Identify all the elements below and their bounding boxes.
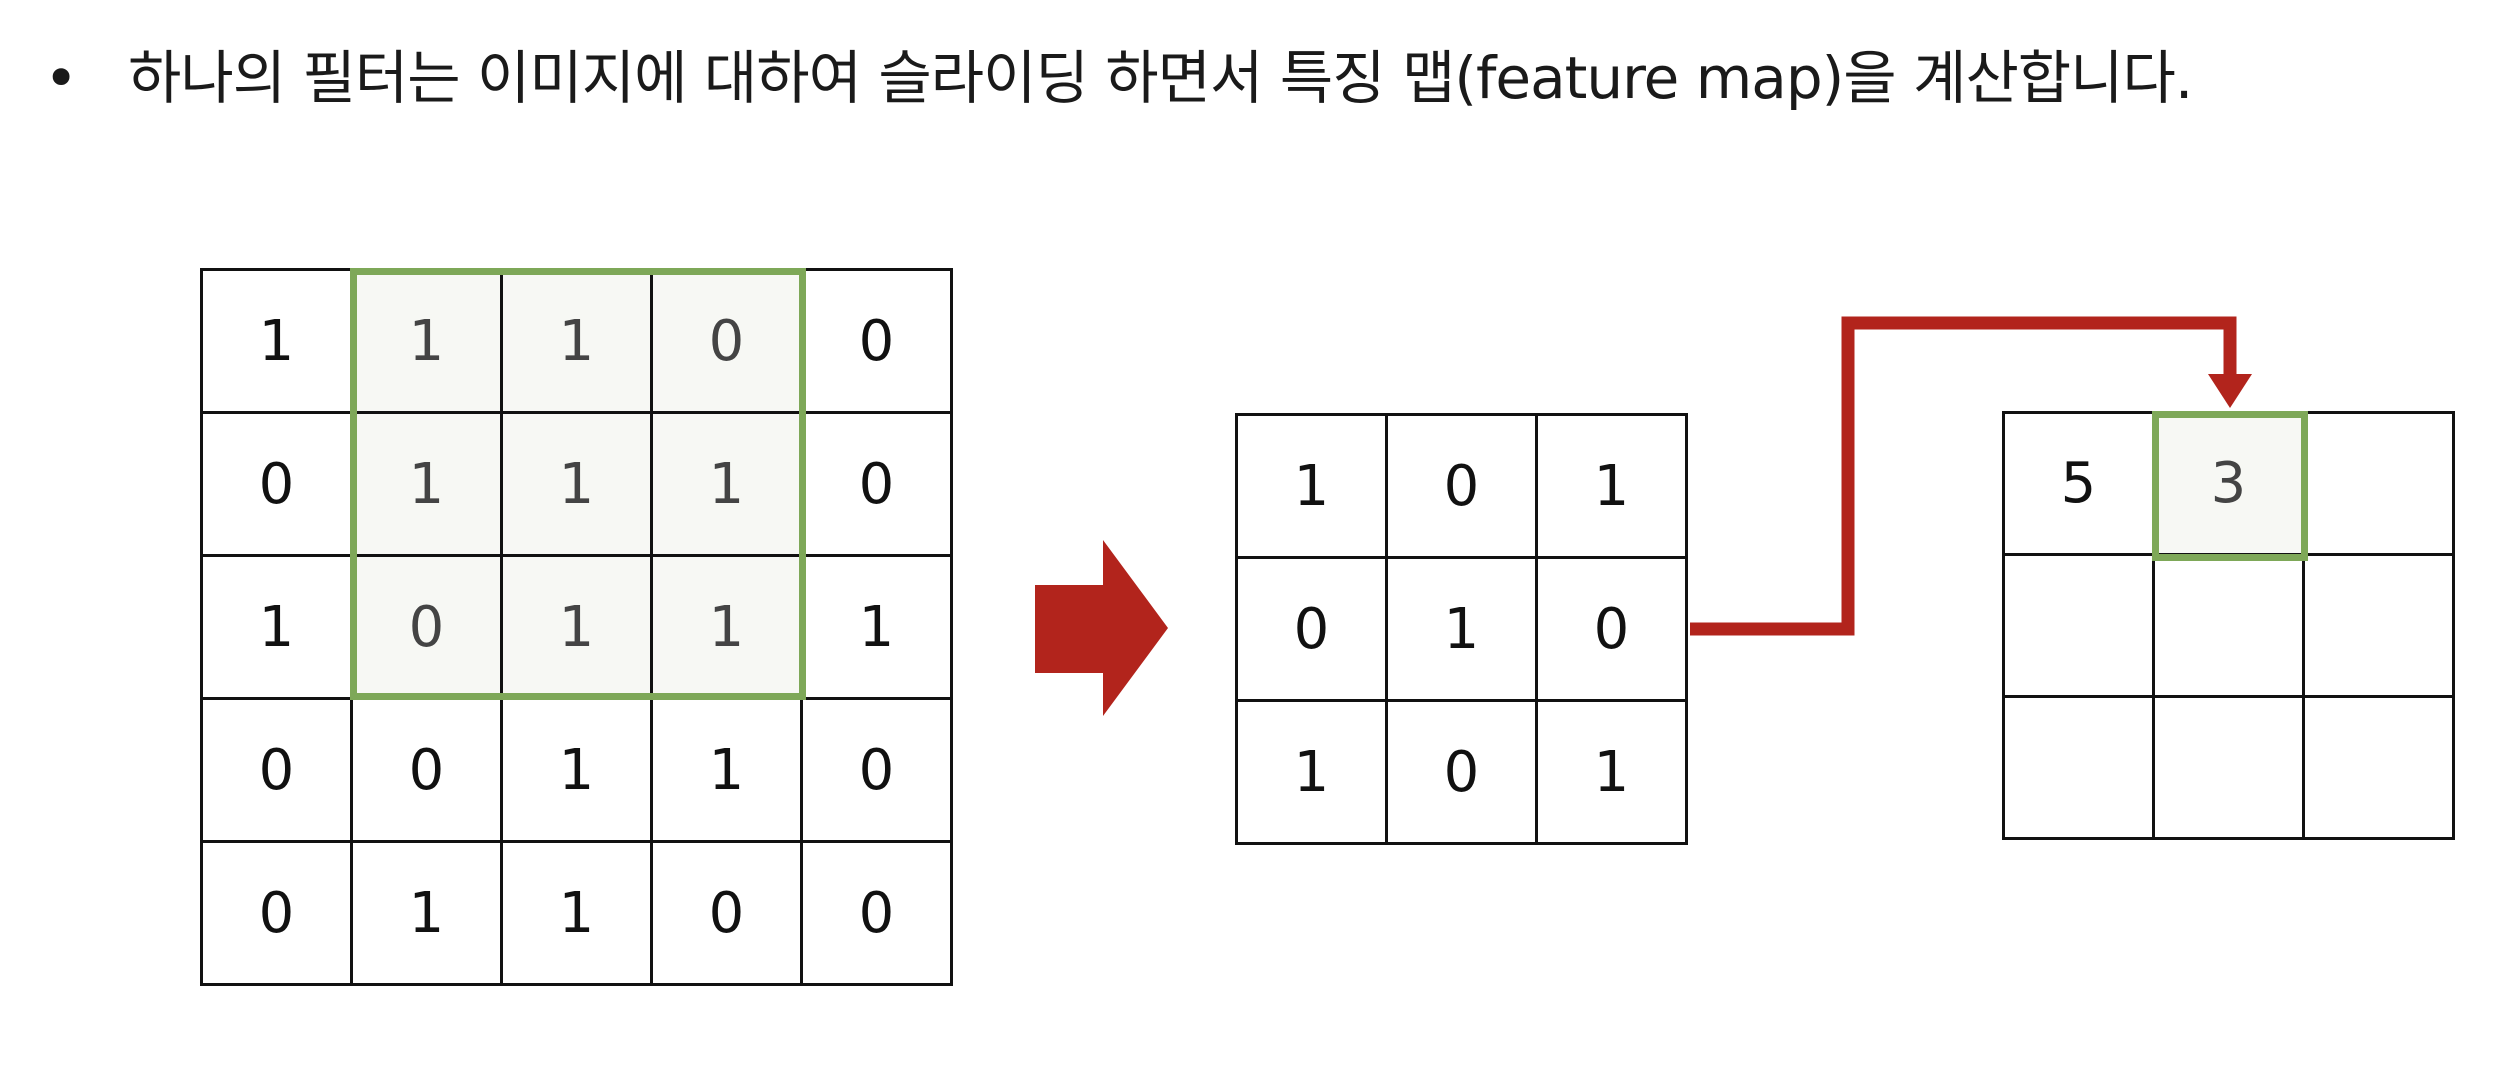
connector-line [1690, 316, 2237, 636]
bullet: • [44, 44, 78, 112]
feature-map-cell-r1-c2 [2305, 556, 2455, 698]
image-cell-r3-c2: 1 [503, 700, 653, 843]
feature-map-cell-r2-c0 [2005, 698, 2155, 840]
filter-cell-r1-c1: 1 [1388, 559, 1538, 702]
image-cell-r4-c4: 0 [803, 843, 953, 986]
image-cell-r4-c1: 1 [353, 843, 503, 986]
heading-text: 하나의 필터는 이미지에 대하여 슬라이딩 하면서 특징 맵(feature m… [128, 44, 2193, 112]
image-cell-r3-c0: 0 [203, 700, 353, 843]
feature-map-cell-r2-c1 [2155, 698, 2305, 840]
filter-cell-r0-c2: 1 [1538, 416, 1688, 559]
image-cell-r2-c1: 0 [353, 557, 503, 700]
feature-map-cell-r0-c2 [2305, 414, 2455, 556]
filter-cell-r1-c2: 0 [1538, 559, 1688, 702]
image-cell-r2-c2: 1 [503, 557, 653, 700]
filter-window-highlight [350, 268, 806, 700]
image-cell-r0-c4: 0 [803, 271, 953, 414]
image-cell-r0-c1: 1 [353, 271, 503, 414]
image-cell-r4-c3: 0 [653, 843, 803, 986]
image-cell-r3-c1: 0 [353, 700, 503, 843]
image-cell-r1-c3: 1 [653, 414, 803, 557]
image-cell-r1-c4: 0 [803, 414, 953, 557]
image-cell-r3-c3: 1 [653, 700, 803, 843]
feature-map-cell-r2-c2 [2305, 698, 2455, 840]
image-cell-r3-c4: 0 [803, 700, 953, 843]
image-cell-r0-c3: 0 [653, 271, 803, 414]
image-cell-r2-c3: 1 [653, 557, 803, 700]
image-cell-r4-c2: 1 [503, 843, 653, 986]
image-cell-r2-c4: 1 [803, 557, 953, 700]
right-arrow-icon [1035, 540, 1168, 716]
filter-cell-r0-c1: 0 [1388, 416, 1538, 559]
filter-cell-r2-c0: 1 [1238, 702, 1388, 845]
filter-cell-r2-c2: 1 [1538, 702, 1688, 845]
output-cell-highlight [2152, 411, 2308, 561]
image-cell-r1-c1: 1 [353, 414, 503, 557]
feature-map-cell-r1-c0 [2005, 556, 2155, 698]
filter-cell-r1-c0: 0 [1238, 559, 1388, 702]
image-cell-r1-c2: 1 [503, 414, 653, 557]
image-cell-r1-c0: 0 [203, 414, 353, 557]
image-cell-r4-c0: 0 [203, 843, 353, 986]
feature-map-cell-r1-c1 [2155, 556, 2305, 698]
heading: • 하나의 필터는 이미지에 대하여 슬라이딩 하면서 특징 맵(feature … [44, 38, 2193, 118]
connector-arrowhead-icon [2208, 374, 2252, 408]
filter-cell-r0-c0: 1 [1238, 416, 1388, 559]
filter-cell-r2-c1: 0 [1388, 702, 1538, 845]
image-cell-r0-c2: 1 [503, 271, 653, 414]
